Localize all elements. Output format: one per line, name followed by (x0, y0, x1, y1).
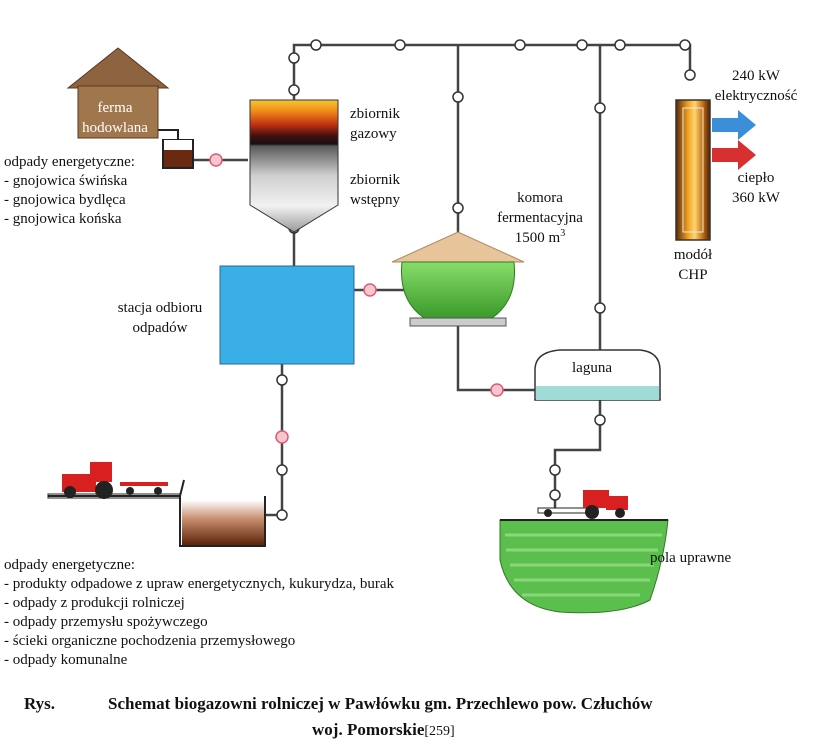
valve (288, 52, 300, 64)
gas-tank-label-line2: gazowy (350, 126, 397, 142)
receiving-station-label-line2: odpadów (132, 320, 188, 336)
lagoon-label: laguna (572, 360, 612, 376)
pink-valve (275, 430, 289, 444)
valve (549, 464, 561, 476)
receiving-station-label: stacja odbioru odpadów (100, 298, 220, 338)
list-item: - gnojowica świńska (4, 173, 128, 189)
list-item: - produkty odpadowe z upraw energetyczny… (4, 576, 394, 592)
list-item: - ścieki organiczne pochodzenia przemysł… (4, 633, 296, 649)
figure-caption-line1: Schemat biogazowni rolniczej w Pawłówku … (108, 694, 653, 713)
fermenter-label: komora fermentacyjna 1500 m3 (480, 188, 600, 248)
pink-valve (363, 283, 377, 297)
farm-label-line2: hodowlana (82, 120, 148, 136)
pink-valve (490, 383, 504, 397)
chp-label-line2: CHP (678, 267, 708, 283)
heat-text: ciepło (737, 170, 775, 186)
caption-reference: [259] (424, 724, 455, 739)
valve (310, 39, 322, 51)
crop-field (499, 519, 669, 614)
electricity-value: 240 kW (732, 68, 780, 84)
fermenter-label-line1: komora (517, 190, 563, 206)
valve (614, 39, 626, 51)
list-item: - odpady komunalne (4, 652, 128, 668)
valve (394, 39, 406, 51)
gas-tank-label-line1: zbiornik (350, 106, 400, 122)
valve (276, 464, 288, 476)
other-waste-list: odpady energetyczne: - produkty odpadowe… (4, 555, 394, 670)
electricity-label: 240 kW elektryczność (696, 66, 816, 106)
heat-arrow-icon (712, 140, 756, 170)
valve (288, 84, 300, 96)
receiving-station-tank (219, 265, 355, 365)
pre-tank-label-line2: wstępny (350, 192, 400, 208)
chp-label-line1: modół (673, 247, 713, 263)
gas-tank (249, 99, 339, 233)
heat-label: ciepło 360 kW (716, 168, 796, 208)
fermenter-volume: 1500 m3 (514, 228, 566, 247)
valve (576, 39, 588, 51)
fermenter (391, 231, 525, 327)
chp-label: modół CHP (660, 245, 726, 285)
receiving-station-label-line1: stacja odbioru (117, 300, 203, 316)
list-item: - gnojowica bydlęca (4, 192, 126, 208)
list-item: - gnojowica końska (4, 211, 122, 227)
fermenter-label-line2: fermentacyjna (497, 210, 583, 226)
animal-waste-title: odpady energetyczne: (4, 154, 135, 170)
caption-location: woj. Pomorskie (312, 720, 425, 739)
farm-label: ferma hodowlana (70, 98, 160, 138)
slurry-tank (158, 129, 194, 169)
figure-caption-prefix: Rys. (24, 694, 56, 713)
figure-caption-line2: woj. Pomorskie[259] (312, 720, 455, 740)
animal-waste-list: odpady energetyczne: - gnojowica świńska… (4, 152, 135, 229)
collection-pit (179, 496, 266, 547)
valve (514, 39, 526, 51)
fields-label: pola uprawne (650, 550, 732, 566)
valve (452, 202, 464, 214)
tractor-icon (537, 490, 628, 519)
valve (549, 489, 561, 501)
electricity-text: elektryczność (714, 88, 798, 104)
tractor-icon (47, 462, 185, 499)
lagoon (534, 349, 661, 401)
electricity-arrow-icon (712, 110, 756, 140)
chp-module (675, 99, 711, 241)
valve (594, 102, 606, 114)
valve (452, 91, 464, 103)
valve (276, 374, 288, 386)
valve (594, 414, 606, 426)
list-item: - odpady przemysłu spożywczego (4, 614, 208, 630)
other-waste-title: odpady energetyczne: (4, 557, 135, 573)
valve (684, 69, 696, 81)
heat-value: 360 kW (732, 190, 780, 206)
pre-tank-label: zbiornik wstępny (350, 170, 400, 210)
farm-house (66, 47, 170, 139)
gas-tank-label: zbiornik gazowy (350, 104, 400, 144)
valve (594, 302, 606, 314)
pink-valve (209, 153, 223, 167)
list-item: - odpady z produkcji rolniczej (4, 595, 185, 611)
valve (679, 39, 691, 51)
farm-label-line1: ferma (97, 100, 133, 116)
valve (276, 509, 288, 521)
pre-tank-label-line1: zbiornik (350, 172, 400, 188)
